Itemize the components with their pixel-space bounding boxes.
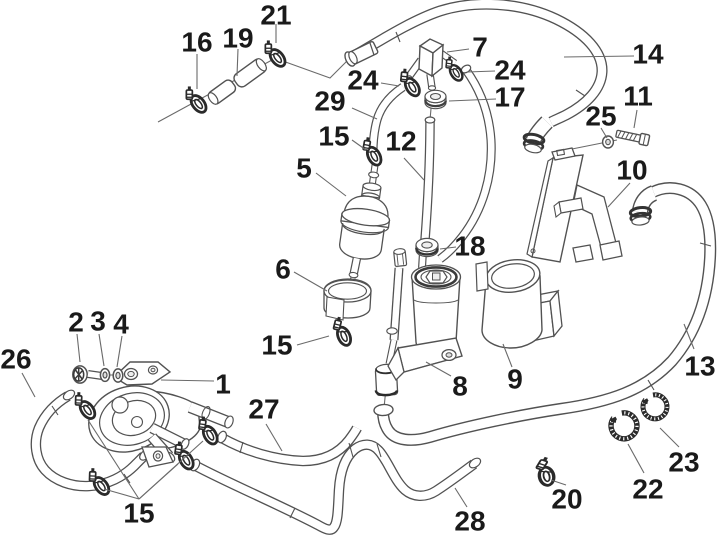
leader-line-19 — [236, 48, 239, 77]
leader-line-5 — [315, 172, 347, 197]
clamp-20 — [532, 453, 558, 489]
callout-3-2: 3 — [90, 306, 106, 337]
callout-13-12: 13 — [684, 351, 715, 382]
callout-20-21: 20 — [551, 484, 582, 515]
callout-15-15: 15 — [261, 330, 292, 361]
leader-line-26 — [21, 372, 36, 398]
clamp-16 — [178, 82, 211, 118]
clip-23 — [643, 395, 667, 419]
leader-line-25 — [600, 127, 608, 139]
callout-18-19: 18 — [454, 231, 485, 262]
leader-line-23 — [659, 427, 680, 448]
callout-11-10: 11 — [623, 81, 653, 112]
callout-14-13: 14 — [632, 39, 664, 70]
leader-line-9 — [502, 343, 513, 368]
leader-line-4 — [116, 335, 123, 368]
callout-5-4: 5 — [296, 153, 312, 184]
callout-27-29: 27 — [248, 394, 279, 425]
fuel-filter-5 — [339, 159, 391, 287]
hose-27 — [216, 425, 362, 467]
leader-line-24 — [380, 82, 400, 87]
leader-line-22 — [627, 443, 645, 474]
fuel-pump-8 — [374, 248, 463, 397]
leader-line-15 — [296, 335, 330, 346]
leader-line-2 — [76, 333, 81, 363]
callout-24-26: 24 — [494, 55, 526, 86]
callout-8-7: 8 — [452, 371, 468, 402]
hose-19 — [207, 58, 267, 105]
washer-25 — [601, 135, 615, 149]
leader-line-15 — [351, 139, 367, 151]
leader-line-24 — [466, 70, 496, 73]
callout-4-3: 4 — [113, 309, 129, 340]
leader-line-1 — [160, 379, 215, 382]
leader-line-15 — [138, 440, 204, 500]
leader-line-11 — [633, 109, 638, 129]
bolt-11 — [615, 129, 651, 147]
callout-19-20: 19 — [222, 23, 253, 54]
washer-3 — [99, 367, 111, 383]
leader-line-17 — [448, 98, 497, 102]
leader-line-14 — [563, 55, 635, 58]
callout-9-8: 9 — [507, 364, 523, 395]
filter-holder-6 — [323, 278, 372, 321]
leader-line-7 — [446, 48, 470, 53]
callout-16-17: 16 — [181, 27, 212, 58]
callout-23-24: 23 — [668, 447, 699, 478]
callout-6-5: 6 — [275, 254, 291, 285]
callout-7-6: 7 — [472, 32, 488, 63]
hose-28 — [189, 439, 482, 535]
hose-26 — [30, 389, 151, 492]
callout-22-23: 22 — [632, 474, 663, 505]
hose-13 — [373, 182, 717, 446]
leader-line-15 — [103, 488, 140, 500]
callout-26-28: 26 — [0, 344, 31, 375]
leader-line-15 — [87, 419, 140, 500]
callout-15-16: 15 — [123, 498, 154, 529]
callout-17-18: 17 — [494, 82, 525, 113]
callout-24-25: 24 — [347, 65, 379, 96]
leader-line-27 — [265, 423, 283, 452]
leader-line-12 — [403, 157, 425, 181]
bracket-10 — [526, 147, 623, 263]
callout-29-31: 29 — [314, 86, 345, 117]
washer-4 — [112, 368, 124, 383]
leader-line-6 — [293, 271, 328, 292]
callout-15-14: 15 — [318, 121, 349, 152]
leader-line-28 — [454, 487, 468, 508]
ring-18 — [415, 237, 439, 258]
leader-line-20 — [550, 479, 567, 486]
clip-22 — [611, 413, 637, 439]
hose-14 — [344, 0, 608, 154]
callout-25-27: 25 — [585, 101, 616, 132]
leader-line-8 — [425, 361, 452, 377]
pump-sock-filter — [374, 363, 399, 397]
callout-leader-lines — [21, 24, 695, 508]
callout-1-0: 1 — [215, 369, 231, 400]
callout-10-9: 10 — [616, 155, 647, 186]
t-fitting-7 — [403, 38, 458, 91]
hose-coupler — [344, 40, 379, 67]
callout-2-1: 2 — [68, 307, 84, 338]
callout-28-30: 28 — [454, 506, 485, 537]
ring-17 — [424, 89, 447, 110]
canister-9 — [475, 259, 563, 349]
fuel-tap-1 — [88, 361, 234, 468]
leader-line-13 — [683, 323, 695, 350]
leader-line-10 — [607, 182, 631, 208]
leader-line-29 — [351, 107, 378, 120]
callout-12-11: 12 — [385, 126, 416, 157]
leader-line-18 — [439, 246, 457, 250]
leader-line-3 — [98, 333, 105, 367]
callout-21-22: 21 — [260, 0, 291, 31]
